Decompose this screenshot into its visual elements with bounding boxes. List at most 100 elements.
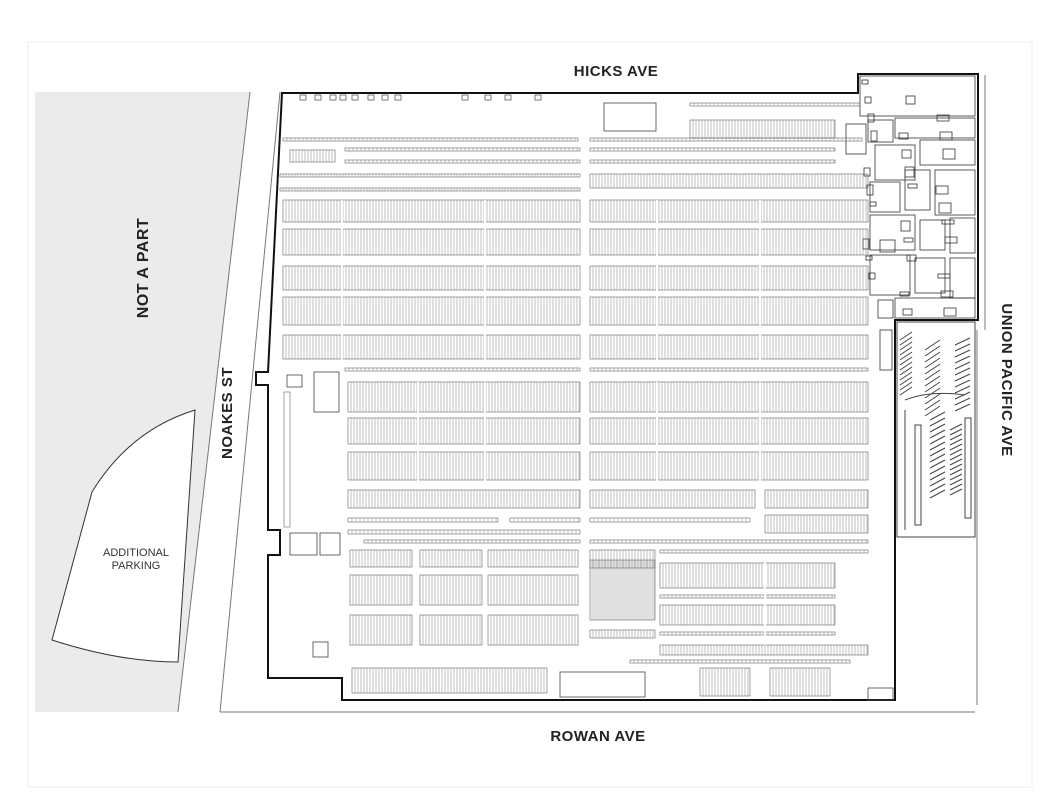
rack-row: [589, 199, 869, 223]
parking-stall: [954, 361, 971, 370]
rack-row: [629, 659, 851, 664]
office-fixture: [870, 130, 878, 142]
rack-bays: [593, 540, 867, 543]
parking-stall: [949, 438, 963, 446]
office-room: [869, 181, 901, 213]
parking-stall: [929, 477, 946, 487]
parking-stall: [899, 336, 913, 346]
rack-bays: [282, 188, 578, 191]
office-room: [949, 257, 976, 299]
dock-door: [299, 94, 307, 101]
office-fixture: [935, 185, 949, 195]
parking-stall: [924, 369, 941, 381]
rack-row: [344, 147, 581, 152]
office-fixture: [943, 307, 957, 317]
office-room: [879, 239, 896, 253]
office-fixture: [938, 202, 952, 214]
parking-stall: [929, 471, 946, 481]
parking-stall: [929, 435, 946, 445]
rack-row: [347, 489, 581, 509]
rack-bays: [286, 138, 576, 141]
rack-row: [289, 149, 336, 163]
rack-row: [419, 614, 483, 646]
rack-bays: [490, 550, 576, 567]
dock-door: [381, 94, 389, 101]
rack-row: [349, 574, 413, 606]
rack-bays: [350, 382, 580, 412]
rack-bays: [662, 645, 868, 655]
street-label-east: UNION PACIFIC AVE: [998, 303, 1015, 456]
office-fixture: [899, 291, 910, 297]
dock-door: [461, 94, 469, 101]
parking-stall: [899, 351, 913, 361]
rack-bays: [592, 335, 867, 359]
rack-row: [689, 119, 836, 139]
office-room: [904, 169, 931, 211]
parking-stall: [954, 385, 971, 394]
parking-stall: [949, 458, 963, 466]
street-label-north: HICKS AVE: [574, 63, 659, 80]
dock-door: [351, 94, 359, 101]
office-fixture: [904, 166, 915, 178]
parking-stall: [954, 403, 971, 412]
parking-stall: [899, 346, 913, 356]
parking-stall: [924, 345, 941, 357]
office-fixture: [861, 79, 869, 85]
rack-bays: [348, 160, 578, 163]
rack-bays: [592, 550, 654, 568]
rack-bays: [592, 630, 654, 638]
rack-row: [659, 594, 836, 599]
rack-bays: [662, 605, 835, 625]
warehouse-racks: [279, 102, 869, 697]
rack-bays: [285, 266, 578, 290]
office-fixture: [937, 273, 951, 279]
rack-row: [589, 451, 869, 481]
rack-row: [699, 667, 751, 697]
rack-bays: [490, 575, 576, 605]
rack-row: [589, 296, 869, 326]
parking-stall: [899, 371, 913, 381]
parking-stall: [949, 443, 963, 451]
east-parking-lot: [896, 321, 976, 538]
parking-stall: [949, 423, 963, 431]
parking-stall: [929, 429, 946, 439]
rack-bays: [513, 518, 579, 522]
rack-bays: [767, 515, 868, 533]
office-room: [874, 144, 916, 181]
building-outline: [255, 73, 979, 701]
office-fixture: [939, 131, 953, 141]
parking-stall: [899, 376, 913, 386]
office-fixture: [906, 254, 917, 262]
rack-bays: [702, 668, 749, 696]
parking-stall: [929, 483, 946, 493]
parking-stall: [929, 459, 946, 469]
parking-stall: [929, 441, 946, 451]
office-room: [894, 117, 976, 139]
parking-stall: [924, 363, 941, 375]
parking-stall: [924, 351, 941, 363]
office-room: [869, 254, 911, 296]
rack-row: [589, 265, 869, 291]
dock-door: [367, 94, 375, 101]
parking-stall: [949, 433, 963, 441]
parking-stall: [924, 393, 941, 405]
rack-row: [344, 159, 581, 164]
parking-stall: [899, 386, 913, 396]
parking-stall: [899, 341, 913, 351]
rack-row: [347, 517, 499, 523]
parking-stall: [899, 361, 913, 371]
noakes-street-edge-east: [219, 91, 281, 713]
parking-stall: [954, 373, 971, 382]
dock-door: [314, 94, 322, 101]
rack-bays: [593, 148, 835, 151]
office-room: [914, 257, 946, 294]
rack-bays: [767, 490, 868, 508]
rack-row: [509, 517, 581, 523]
rack-bays: [348, 148, 578, 151]
rack-bays: [351, 530, 577, 534]
rack-row: [282, 265, 581, 291]
office-fixture: [905, 95, 916, 105]
office-fixture: [869, 201, 877, 207]
rack-bays: [592, 266, 867, 290]
